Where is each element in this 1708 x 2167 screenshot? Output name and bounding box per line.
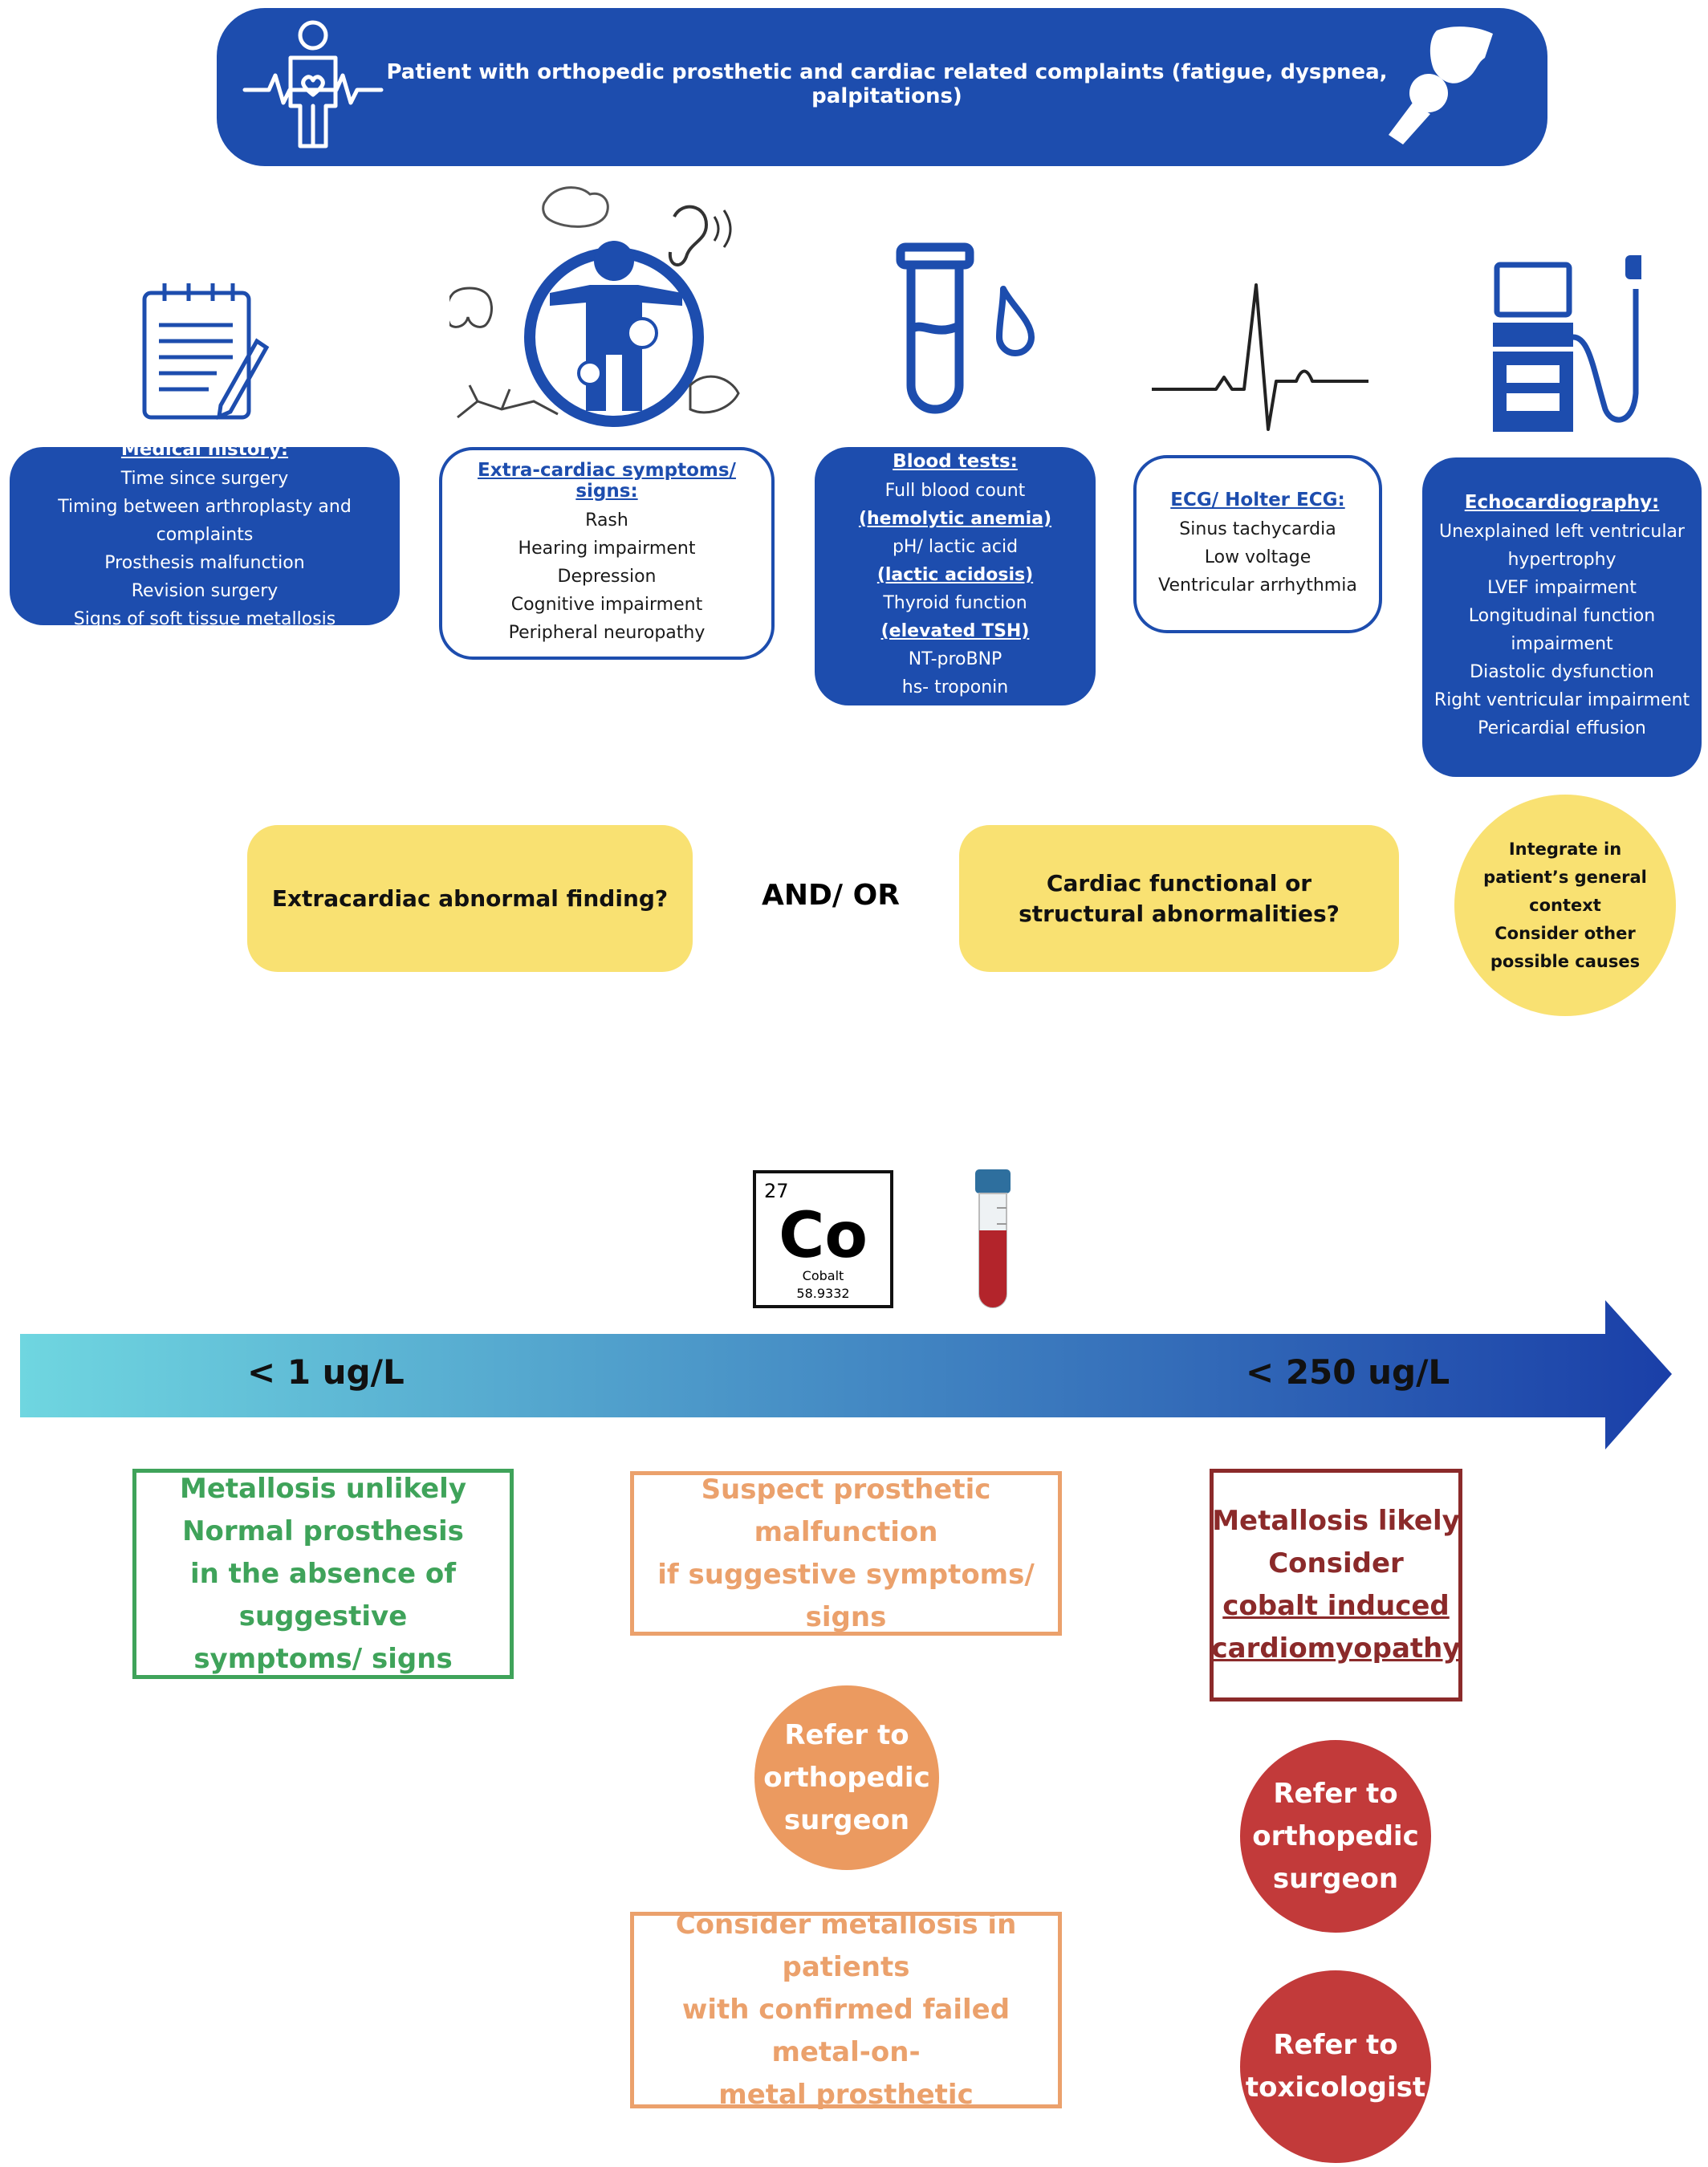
cardiac-abnormalities-box: Cardiac functional or structural abnorma… bbox=[959, 825, 1399, 972]
top-banner bbox=[217, 8, 1547, 166]
blood-tube-icon bbox=[975, 1169, 1011, 1308]
medical-history-heading: Medical history: bbox=[120, 439, 289, 460]
cobalt-name: Cobalt bbox=[802, 1268, 844, 1283]
cobalt-mass: 58.9332 bbox=[796, 1286, 850, 1301]
echo-item: impairment bbox=[1511, 634, 1613, 654]
blood-tests-item: hs- troponin bbox=[901, 677, 1009, 697]
blood-tests-item: NT-proBNP bbox=[908, 649, 1002, 669]
context-line: patient’s general bbox=[1483, 867, 1647, 887]
ecg-heading: ECG/ Holter ECG: bbox=[1170, 489, 1345, 510]
blood-tests-item: (elevated TSH) bbox=[880, 621, 1030, 641]
medical-history-item: Signs of soft tissue metallosis bbox=[73, 609, 336, 629]
notepad-icon bbox=[142, 283, 270, 421]
high-refer-tox-line: toxicologist bbox=[1245, 2071, 1426, 2104]
blood-tests-item: (lactic acidosis) bbox=[876, 565, 1034, 585]
mid-refer-line: Refer to bbox=[784, 1718, 909, 1751]
mid-consider-line: with confirmed failed metal-on- bbox=[681, 1994, 1011, 2068]
low-threshold-label: < 1 ug/L bbox=[247, 1352, 405, 1392]
mid-outcome-line: if suggestive symptoms/ signs bbox=[657, 1558, 1035, 1633]
echo-item: Right ventricular impairment bbox=[1434, 690, 1690, 710]
echo-item: hypertrophy bbox=[1507, 550, 1616, 570]
high-refer-ortho-line: orthopedic bbox=[1252, 1819, 1419, 1852]
low-outcome-box: Metallosis unlikely Normal prosthesis in… bbox=[132, 1469, 514, 1679]
cobalt-atomic-number: 27 bbox=[764, 1180, 789, 1202]
high-refer-ortho-line: Refer to bbox=[1273, 1777, 1398, 1810]
extracardiac-box: Extra-cardiac symptoms/ signs: Rash Hear… bbox=[439, 447, 775, 660]
high-refer-ortho-line: surgeon bbox=[1272, 1862, 1399, 1895]
mid-refer-orthopedic-circle: Refer to orthopedic surgeon bbox=[754, 1685, 939, 1870]
and-or-connector: AND/ OR bbox=[762, 878, 900, 912]
high-outcome-line: cobalt induced bbox=[1222, 1590, 1450, 1622]
mid-refer-line: orthopedic bbox=[763, 1761, 930, 1794]
extracardiac-item: Rash bbox=[585, 510, 628, 531]
extracardiac-finding-box: Extracardiac abnormal finding? bbox=[247, 825, 693, 972]
high-outcome-line: Consider bbox=[1268, 1547, 1404, 1580]
extracardiac-item: Peripheral neuropathy bbox=[508, 623, 706, 643]
extracardiac-item: Hearing impairment bbox=[518, 539, 696, 559]
context-line: possible causes bbox=[1490, 951, 1641, 971]
ecg-item: Sinus tachycardia bbox=[1179, 518, 1336, 539]
low-outcome-line: symptoms/ signs bbox=[193, 1642, 453, 1675]
high-refer-tox-line: Refer to bbox=[1273, 2029, 1398, 2061]
cobalt-element-tile: 27 Co Cobalt 58.9332 bbox=[753, 1170, 893, 1308]
test-tube-icon bbox=[896, 242, 1035, 414]
echo-machine-icon bbox=[1493, 255, 1641, 432]
echo-item: LVEF impairment bbox=[1487, 578, 1637, 598]
hip-joint-icon bbox=[1389, 26, 1493, 144]
extracardiac-item: Cognitive impairment bbox=[510, 595, 703, 615]
blood-tests-item: pH/ lactic acid bbox=[892, 537, 1019, 557]
mid-consider-line: Consider metallosis in patients bbox=[675, 1909, 1017, 1983]
echo-item: Diastolic dysfunction bbox=[1470, 662, 1654, 682]
context-line: Consider other bbox=[1494, 923, 1636, 943]
echo-item: Unexplained left ventricular bbox=[1439, 522, 1685, 542]
mid-consider-line: metal prosthetic bbox=[718, 2079, 974, 2111]
blood-tests-box: Blood tests: Full blood count (hemolytic… bbox=[815, 447, 1096, 705]
high-threshold-label: < 250 ug/L bbox=[1246, 1352, 1450, 1392]
ecg-trace-icon bbox=[1152, 283, 1368, 431]
high-refer-orthopedic-circle: Refer to orthopedic surgeon bbox=[1240, 1740, 1431, 1933]
ecg-box: ECG/ Holter ECG: Sinus tachycardia Low v… bbox=[1133, 455, 1382, 633]
ecg-item: Low voltage bbox=[1204, 547, 1312, 567]
medical-history-item: Revision surgery bbox=[131, 581, 279, 601]
medical-history-item: Time since surgery bbox=[120, 469, 289, 489]
extracardiac-item: Depression bbox=[557, 567, 657, 587]
extracardiac-heading: Extra-cardiac symptoms/ signs: bbox=[478, 460, 736, 502]
ecg-item: Ventricular arrhythmia bbox=[1158, 575, 1357, 596]
banner-text: Patient with orthopedic prosthetic and c… bbox=[386, 60, 1388, 108]
context-circle: Integrate in patient’s general context C… bbox=[1454, 795, 1676, 1016]
body-systems-icon bbox=[449, 186, 740, 427]
low-outcome-line: in the absence of suggestive bbox=[189, 1557, 457, 1632]
context-line: context bbox=[1529, 895, 1601, 915]
mid-outcome-line: Suspect prosthetic malfunction bbox=[701, 1473, 991, 1548]
echo-item: Longitudinal function bbox=[1468, 606, 1656, 626]
high-outcome-box: Metallosis likely Consider cobalt induce… bbox=[1210, 1469, 1462, 1701]
mid-outcome-box: Suspect prosthetic malfunction if sugges… bbox=[630, 1471, 1062, 1636]
medical-history-item: Timing between arthroplasty and complain… bbox=[58, 497, 352, 545]
medical-history-box: Medical history: Time since surgery Timi… bbox=[10, 439, 400, 629]
low-outcome-line: Normal prosthesis bbox=[182, 1514, 464, 1547]
medical-history-item: Prosthesis malfunction bbox=[104, 553, 305, 573]
blood-tests-item: (hemolytic anemia) bbox=[858, 509, 1052, 529]
mid-consider-box: Consider metallosis in patients with con… bbox=[630, 1909, 1062, 2111]
low-outcome-line: Metallosis unlikely bbox=[179, 1472, 467, 1505]
concentration-arrow bbox=[20, 1300, 1672, 1449]
blood-tests-heading: Blood tests: bbox=[893, 451, 1018, 472]
blood-tests-item: Full blood count bbox=[885, 481, 1026, 501]
echo-item: Pericardial effusion bbox=[1478, 718, 1646, 738]
context-line: Integrate in bbox=[1508, 839, 1622, 859]
mid-refer-line: surgeon bbox=[783, 1803, 910, 1836]
cobalt-symbol: Co bbox=[779, 1200, 868, 1272]
high-outcome-line: Metallosis likely bbox=[1212, 1505, 1460, 1537]
echo-heading: Echocardiography: bbox=[1464, 492, 1660, 513]
patient-heart-icon bbox=[242, 20, 384, 148]
high-refer-toxicologist-circle: Refer to toxicologist bbox=[1240, 1970, 1431, 2163]
echo-box: Echocardiography: Unexplained left ventr… bbox=[1422, 457, 1702, 777]
blood-tests-item: Thyroid function bbox=[883, 593, 1027, 613]
high-outcome-line: cardiomyopathy bbox=[1211, 1632, 1461, 1665]
